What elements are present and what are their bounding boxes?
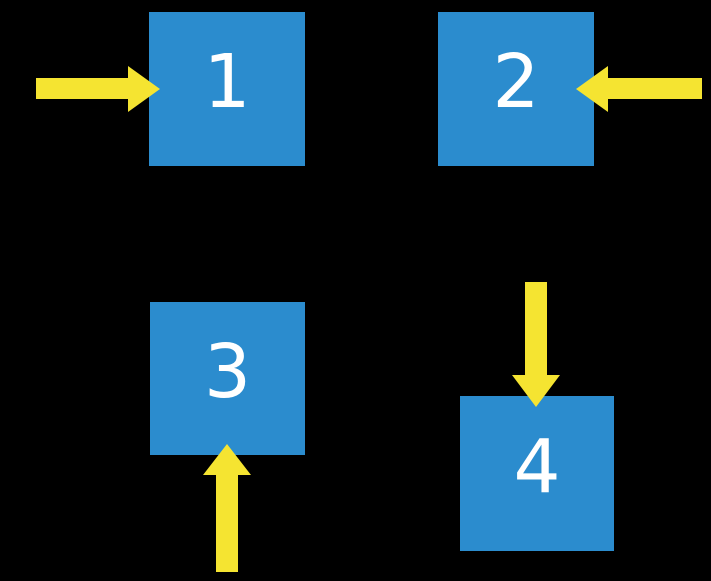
square-2-label: 2 — [492, 39, 540, 125]
square-4-label: 4 — [513, 423, 561, 510]
square-3: 3 — [150, 302, 305, 455]
arrow-left-head — [576, 66, 608, 112]
square-1-label: 1 — [203, 39, 251, 125]
arrow-up-shaft — [216, 475, 238, 572]
square-3-label: 3 — [203, 328, 252, 415]
arrow-right-head — [128, 66, 160, 112]
arrow-down-shaft — [525, 282, 547, 376]
square-4: 4 — [460, 396, 614, 551]
arrow-left-icon — [576, 66, 702, 112]
arrow-right-shaft — [36, 78, 129, 99]
arrow-left-shaft — [607, 78, 702, 99]
arrow-up-head — [203, 444, 251, 475]
arrow-right-icon — [36, 66, 160, 112]
arrow-down-head — [512, 375, 560, 407]
square-2: 2 — [438, 12, 594, 166]
arrow-down-icon — [512, 282, 560, 407]
square-1: 1 — [149, 12, 305, 166]
arrow-up-icon — [203, 444, 251, 572]
